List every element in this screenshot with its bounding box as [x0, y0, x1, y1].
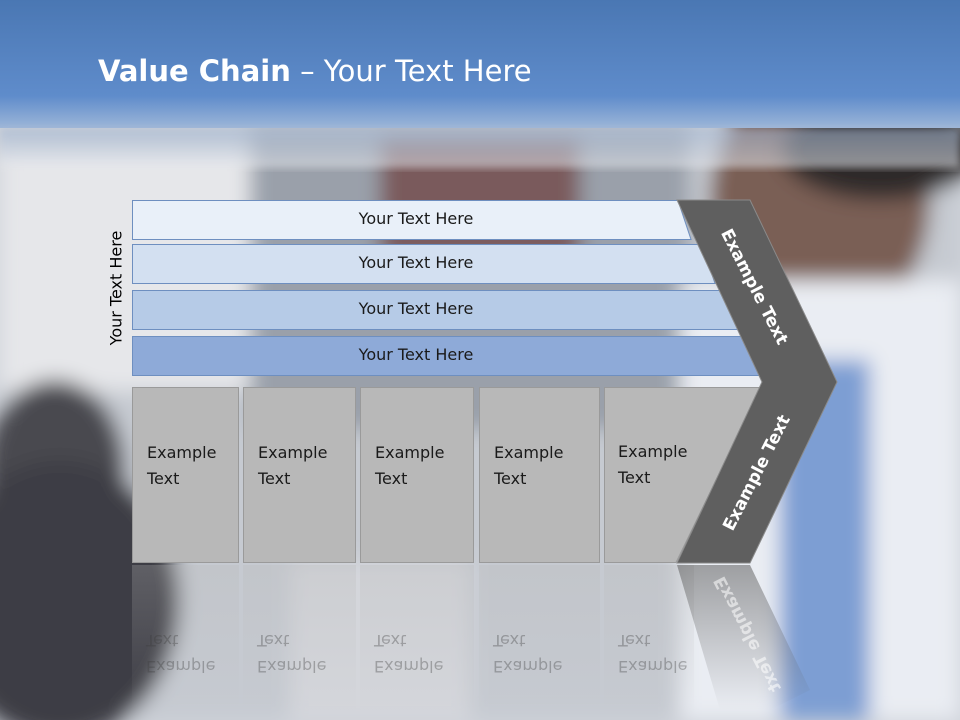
- activity-box-2[interactable]: Example Text: [243, 387, 356, 563]
- activity-box-shape: [604, 387, 762, 563]
- activity-box-5[interactable]: Example Text: [604, 387, 762, 563]
- activity-box-label: Example Text: [147, 443, 217, 488]
- title-rest: – Your Text Here: [290, 54, 532, 88]
- margin-chevron[interactable]: [670, 195, 850, 715]
- support-row-1[interactable]: Your Text Here: [132, 200, 692, 240]
- row-label: Your Text Here: [358, 209, 474, 228]
- reflection-text: Example Text: [374, 631, 444, 676]
- chevron-reflection: [677, 565, 810, 710]
- support-row-3[interactable]: Your Text Here: [132, 290, 740, 330]
- activity-box-label: Example Text: [494, 443, 564, 488]
- support-row-2[interactable]: Your Text Here: [132, 244, 716, 284]
- row-label: Your Text Here: [358, 253, 474, 272]
- row-shape: [132, 200, 692, 240]
- reflection-text: Example Text: [257, 631, 327, 676]
- row-label: Your Text Here: [358, 299, 474, 318]
- vertical-axis-label-text: Your Text Here: [106, 230, 126, 346]
- row-shape: [132, 244, 716, 284]
- reflection-text: Example Text: [493, 631, 563, 676]
- activity-box-label: Example Text: [618, 442, 688, 487]
- reflection-text: Example Text: [146, 631, 216, 676]
- box-reflection: Example Text: [132, 565, 239, 715]
- box-reflection: Example Text: [243, 565, 356, 715]
- row-label: Your Text Here: [358, 345, 474, 364]
- chevron-shape: [676, 199, 838, 564]
- activity-box-3[interactable]: Example Text: [360, 387, 474, 563]
- activity-box-label: Example Text: [258, 443, 328, 488]
- activity-box-4[interactable]: Example Text: [479, 387, 600, 563]
- box-reflection: Example Text: [604, 565, 694, 715]
- page-title: Value Chain – Your Text Here: [98, 54, 532, 88]
- box-reflection: Example Text: [479, 565, 600, 715]
- activity-box-label: Example Text: [375, 443, 445, 488]
- box-reflection: Example Text: [360, 565, 474, 715]
- activity-box-1[interactable]: Example Text: [132, 387, 239, 563]
- title-bold: Value Chain: [98, 54, 291, 88]
